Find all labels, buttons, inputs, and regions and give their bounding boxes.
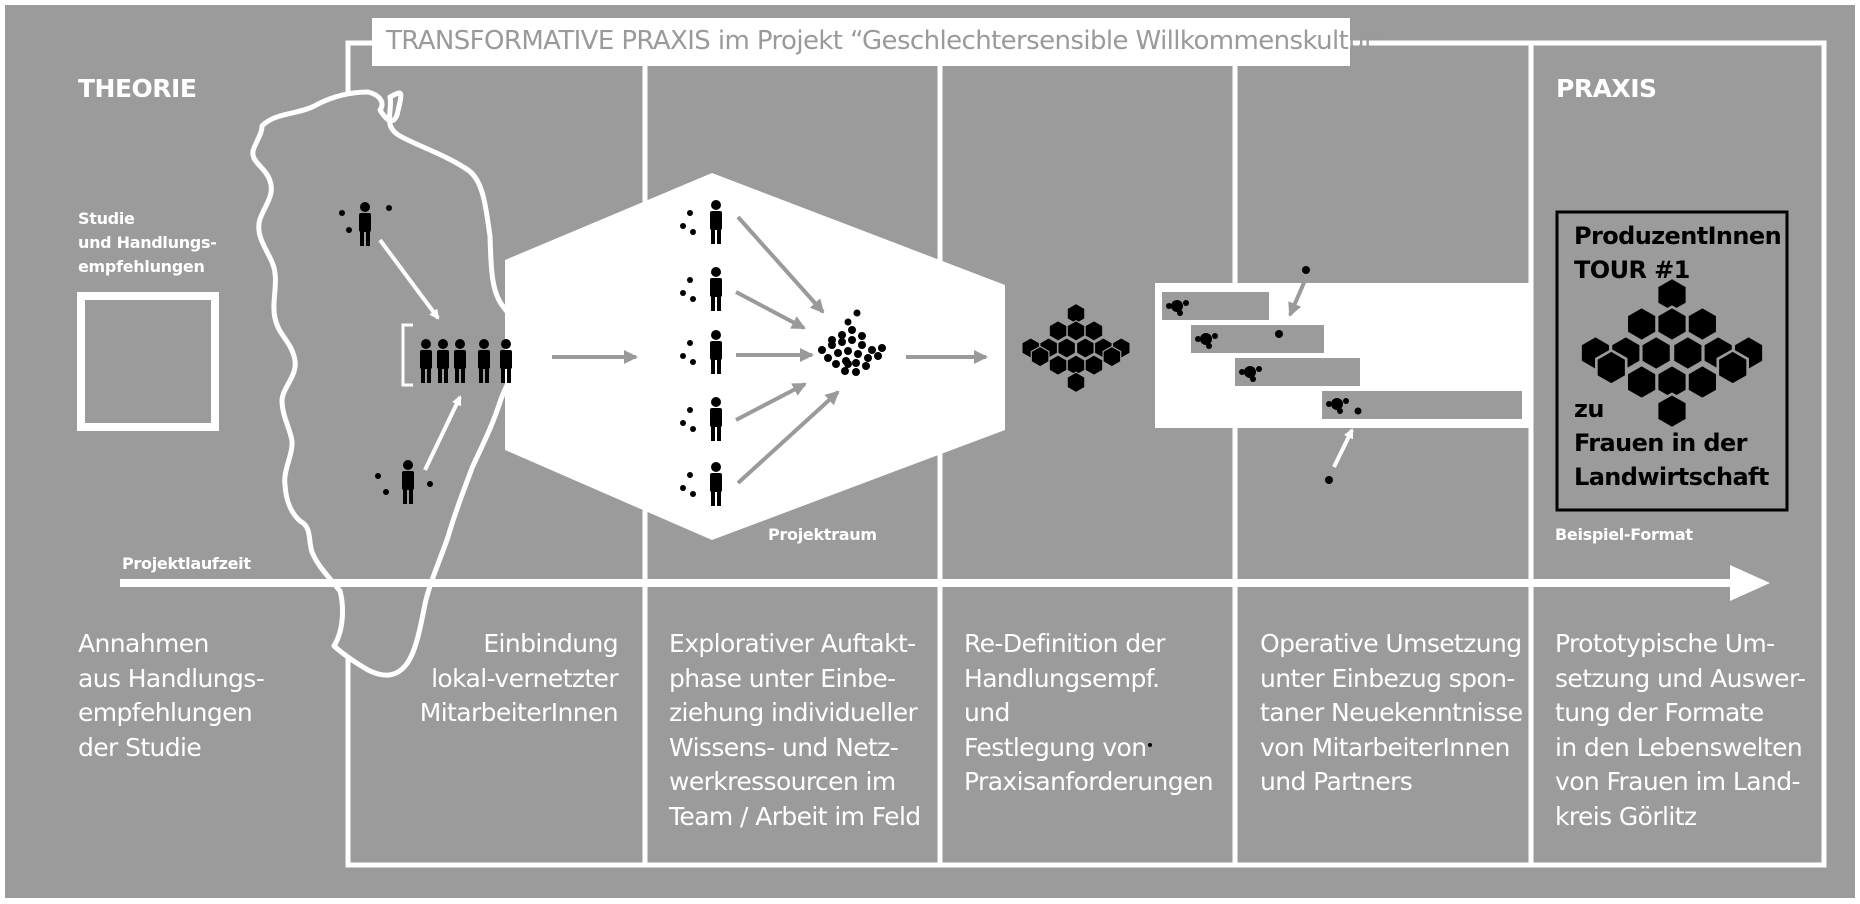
- stage-1-line: aus Handlungs-: [78, 663, 265, 693]
- beispiel-format-label: Beispiel-Format: [1555, 525, 1693, 544]
- study-label: Studie und Handlungs- empfehlungen: [78, 207, 217, 279]
- stage-6-line: kreis Görlitz: [1555, 801, 1697, 831]
- stage-5-line: taner Neuekenntnisse: [1260, 698, 1523, 727]
- stage-4-line: und: [964, 698, 1010, 727]
- stage-3-line: Team / Arbeit im Feld: [669, 801, 921, 831]
- tour-title-line: ProduzentInnen: [1574, 222, 1782, 250]
- tour-subtitle: zu Frauen in der Landwirtschaft: [1574, 392, 1769, 494]
- stage-6-line: Prototypische Um-: [1555, 629, 1775, 658]
- timeline-arrowhead: [1730, 565, 1770, 601]
- stage-2-description: Einbindung lokal-vernetzter MitarbeiterI…: [404, 627, 619, 731]
- study-label-line: Studie: [78, 209, 135, 228]
- stage-5-line: Operative Umsetzung: [1260, 629, 1522, 658]
- bar-markers: [1166, 266, 1362, 484]
- tour-subtitle-line: Landwirtschaft: [1574, 463, 1769, 491]
- stage-3-line: werkressourcen im: [669, 767, 896, 796]
- stage-5-line: unter Einbezug spon-: [1260, 663, 1515, 693]
- stage-2-line: Einbindung: [483, 629, 618, 658]
- theorie-label: THEORIE: [78, 74, 197, 103]
- tour-title-line: TOUR #1: [1574, 256, 1690, 284]
- input-arrow-top: [1288, 277, 1308, 317]
- timeline-label: Projektlaufzeit: [122, 554, 251, 573]
- group-bracket: [401, 323, 413, 387]
- stage-1-description: Annahmen aus Handlungs- empfehlungen der…: [78, 627, 265, 765]
- stage-4-line: Praxisanforderungen: [964, 767, 1214, 796]
- projektraum-people: [680, 200, 722, 506]
- stage-1-line: der Studie: [78, 732, 202, 762]
- tour-title: ProduzentInnen TOUR #1: [1574, 219, 1782, 287]
- stage-3-description: Explorativer Auftakt- phase unter Einbe-…: [669, 627, 921, 834]
- stage-3-line: Wissens- und Netz-: [669, 732, 899, 762]
- stage-6-line: tung der Formate: [1555, 698, 1764, 727]
- study-label-line: und Handlungs-: [78, 233, 217, 252]
- stage-6-line: in den Lebenswelten: [1555, 732, 1803, 762]
- implementation-bars: [1162, 292, 1522, 419]
- frame-anchor: [1, 1, 2, 2]
- stage-4-description: Re-Definition der Handlungsempf. und Fes…: [964, 627, 1214, 800]
- stage-5-description: Operative Umsetzung unter Einbezug spon-…: [1260, 627, 1523, 800]
- map-arrow-top: [378, 238, 440, 320]
- stage-3-line: ziehung individueller: [669, 698, 918, 727]
- title-box: [372, 18, 1350, 66]
- flow-arrows: [552, 215, 988, 485]
- stage-6-line: von Frauen im Land-: [1555, 767, 1800, 796]
- stage-5-line: und Partners: [1260, 767, 1413, 796]
- study-label-line: empfehlungen: [78, 257, 205, 276]
- stage-5-line: von MitarbeiterInnen: [1260, 732, 1510, 762]
- stage-2-line: lokal-vernetzter: [431, 663, 619, 693]
- region-map-shape: [250, 89, 523, 678]
- stage-4-line: Festlegung von: [964, 732, 1147, 762]
- study-box: [77, 292, 219, 431]
- map-people: [339, 202, 512, 504]
- stage-2-line: MitarbeiterInnen: [419, 698, 619, 727]
- tour-subtitle-line: Frauen in der: [1574, 429, 1747, 457]
- stray-dot: [1148, 743, 1152, 747]
- stage-1-line: Annahmen: [78, 629, 209, 658]
- stage-6-line: setzung und Auswer-: [1555, 663, 1806, 693]
- projektraum-label: Projektraum: [768, 525, 877, 544]
- stage-4-line: Re-Definition der: [964, 629, 1166, 658]
- stage-3-line: Explorativer Auftakt-: [669, 629, 916, 658]
- dot-cluster: [818, 309, 886, 376]
- input-arrow-bottom: [1332, 428, 1354, 468]
- praxis-label: PRAXIS: [1556, 74, 1657, 103]
- stage-4-line: Handlungsempf.: [964, 663, 1160, 693]
- stage-1-line: empfehlungen: [78, 698, 253, 727]
- stage-6-description: Prototypische Um- setzung und Auswer- tu…: [1555, 627, 1806, 834]
- stage-3-line: phase unter Einbe-: [669, 663, 896, 693]
- map-arrow-bottom: [423, 395, 462, 471]
- diagram-title: TRANSFORMATIVE PRAXIS im Projekt “Geschl…: [386, 26, 1389, 56]
- tour-subtitle-line: zu: [1574, 395, 1604, 423]
